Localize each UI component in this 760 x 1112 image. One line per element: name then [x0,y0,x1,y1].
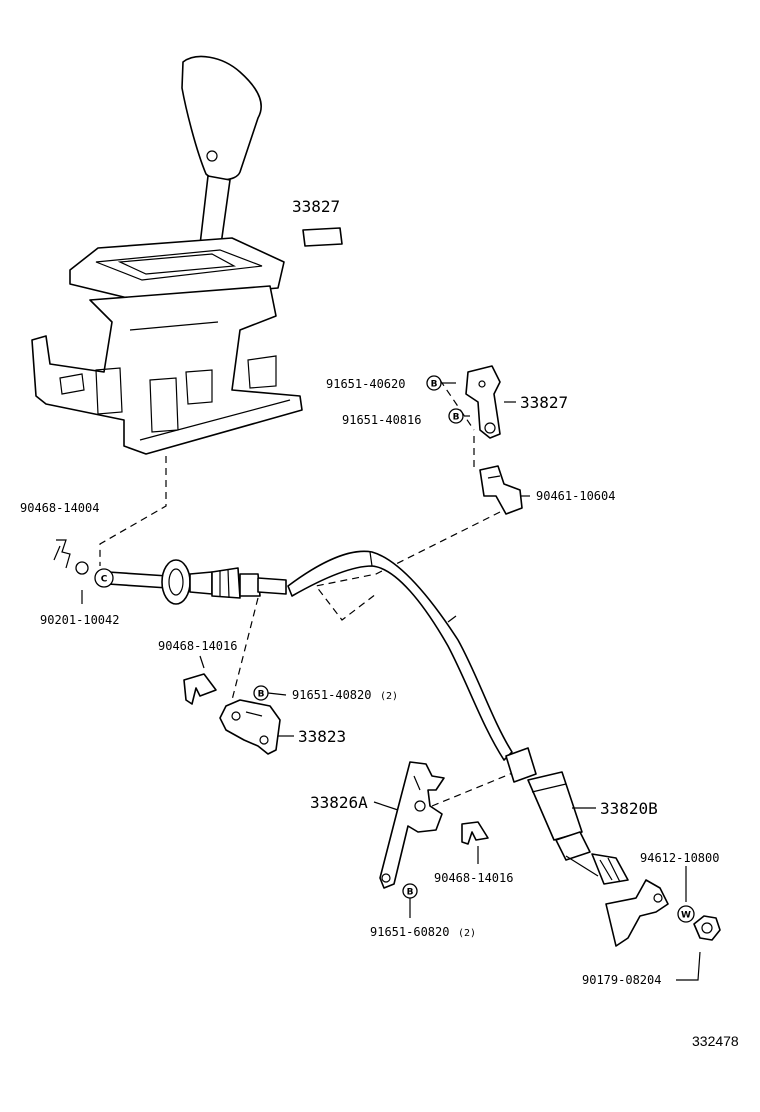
clip-90468-left [183,673,217,705]
svg-text:C: C [101,575,108,585]
bracket-33827 [465,365,501,439]
label-90468-14016-b: 90468-14016 [434,871,513,885]
label-33820B: 33820B [600,799,658,818]
marker-b-2: B [448,408,464,424]
svg-text:B: B [453,413,460,423]
label-90201-10042: 90201-10042 [40,613,119,627]
shift-console [31,237,303,455]
label-90179-08204: 90179-08204 [582,973,661,987]
label-91651-40820: 91651-40820 [292,688,371,702]
marker-b-4: B [402,883,418,899]
lever-33826A [379,761,445,889]
nut [693,915,721,941]
reference-number: 332478 [692,1033,739,1049]
marker-c-1: C [94,568,114,588]
clip-90468-lower [461,821,489,845]
clip-90461 [479,465,523,515]
label-33827-mid: 33827 [520,393,568,412]
shift-lever [181,55,262,267]
shift-cable [107,550,629,885]
label-91651-60820: 91651-60820 [370,925,449,939]
label-33823: 33823 [298,727,346,746]
label-91651-40820-qty: (2) [380,691,398,702]
svg-text:B: B [258,690,265,700]
leader-lines [81,382,701,981]
transmission-lever [605,879,669,947]
label-plate [302,227,343,247]
svg-text:W: W [681,911,691,921]
marker-w: W [677,905,695,923]
label-33826A: 33826A [310,793,368,812]
marker-gasket [75,561,89,575]
dashed-leaders [99,379,521,807]
label-94612-10800: 94612-10800 [640,851,719,865]
label-91651-40816: 91651-40816 [342,413,421,427]
label-90468-14016-a: 90468-14016 [158,639,237,653]
label-90468-14004: 90468-14004 [20,501,99,515]
svg-text:B: B [407,888,414,898]
marker-b-1: B [426,375,442,391]
label-91651-40620: 91651-40620 [326,377,405,391]
marker-b-3: B [253,685,269,701]
bracket-33823 [219,699,281,755]
clip-pin [53,539,71,569]
label-90461-10604: 90461-10604 [536,489,615,503]
svg-text:B: B [431,380,438,390]
label-33827-top: 33827 [292,197,340,216]
label-91651-60820-qty: (2) [458,928,476,939]
